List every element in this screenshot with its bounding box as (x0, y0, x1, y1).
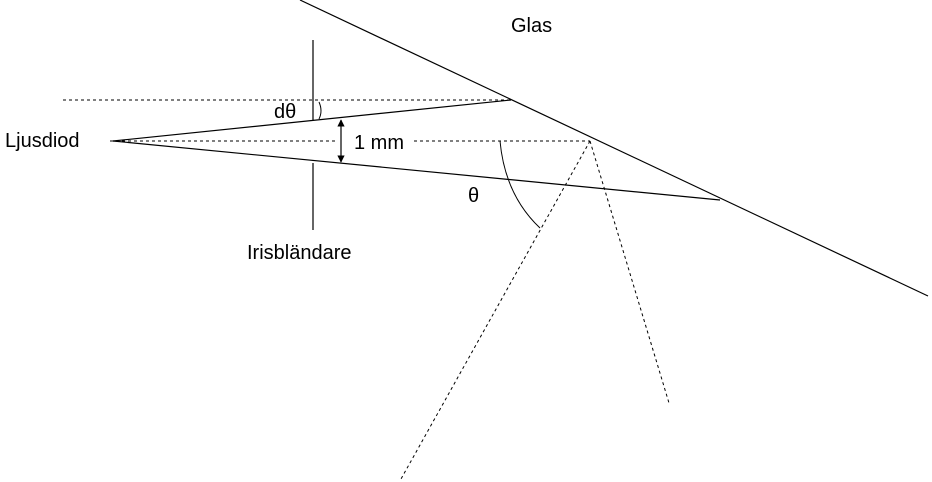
led-label: Ljusdiod (5, 130, 80, 152)
iris-label: Irisbländare (247, 242, 352, 264)
dtheta-angle-arc (318, 101, 322, 120)
theta-angle-arc (499, 140, 541, 229)
dtheta-label: dθ (274, 101, 297, 123)
upper-ray (112, 99, 512, 142)
distance-label: 1 mm (352, 132, 406, 154)
refracted-dashed-ray (400, 140, 591, 480)
lower-ray (112, 140, 721, 201)
glass-surface-line (299, 0, 929, 297)
glass-label: Glas (511, 15, 553, 37)
reflected-dashed-ray (589, 140, 670, 404)
theta-label: θ (468, 185, 480, 207)
